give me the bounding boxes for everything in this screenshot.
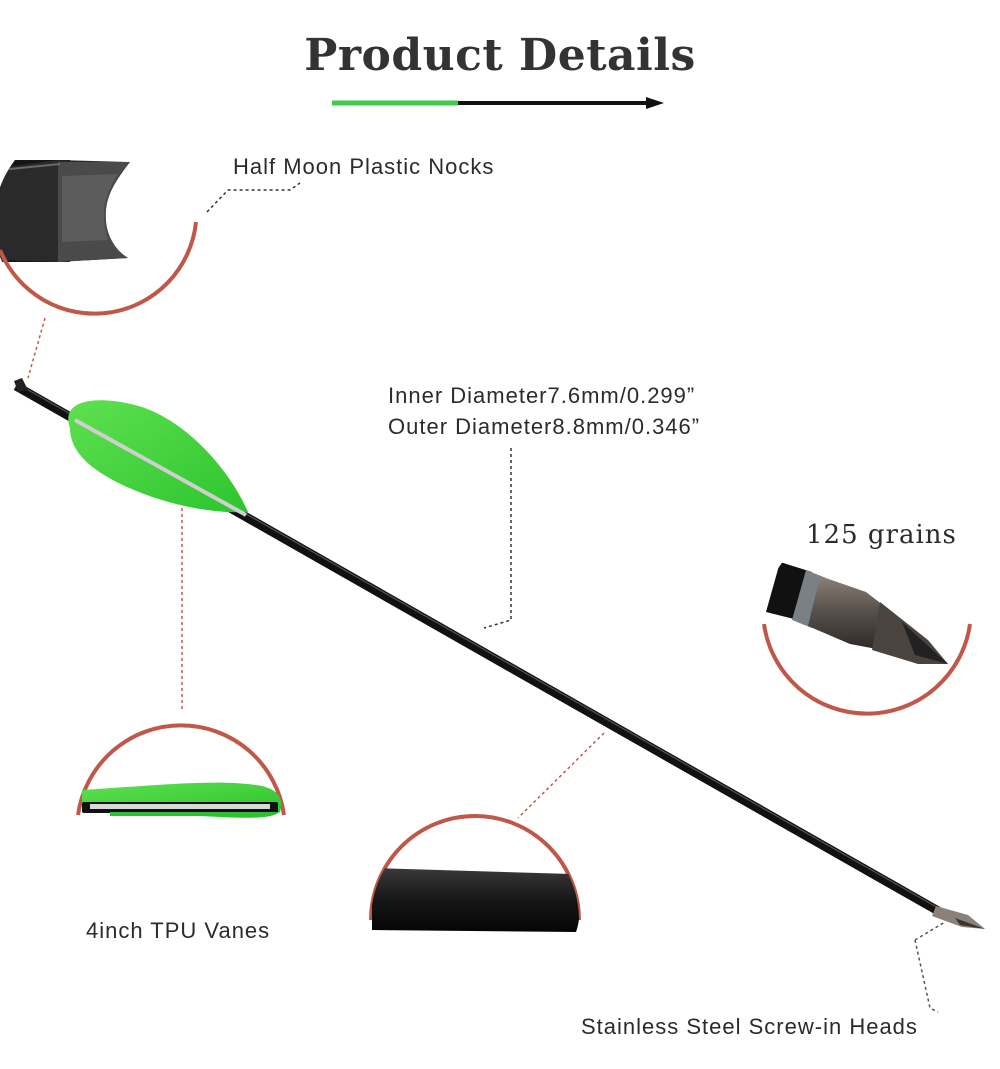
outer-diameter-label: Outer Diameter8.8mm/0.346” bbox=[388, 414, 701, 439]
arrow-tip-icon bbox=[932, 906, 985, 929]
vane-detail-icon bbox=[76, 723, 286, 818]
weight-label: 125 grains bbox=[806, 520, 957, 550]
inner-diameter-label: Inner Diameter7.6mm/0.299” bbox=[388, 383, 696, 408]
connector-lines bbox=[27, 182, 946, 1013]
title-underline bbox=[332, 97, 664, 109]
vane-icon bbox=[68, 400, 248, 517]
nock-detail-icon bbox=[0, 160, 198, 316]
arrowhead-detail-icon bbox=[762, 562, 972, 716]
heads-label: Stainless Steel Screw-in Heads bbox=[581, 1014, 918, 1039]
page-title: Product Details bbox=[304, 30, 696, 81]
vanes-label: 4inch TPU Vanes bbox=[86, 918, 271, 943]
nock-label: Half Moon Plastic Nocks bbox=[233, 154, 495, 179]
shaft-detail-icon bbox=[369, 814, 581, 932]
